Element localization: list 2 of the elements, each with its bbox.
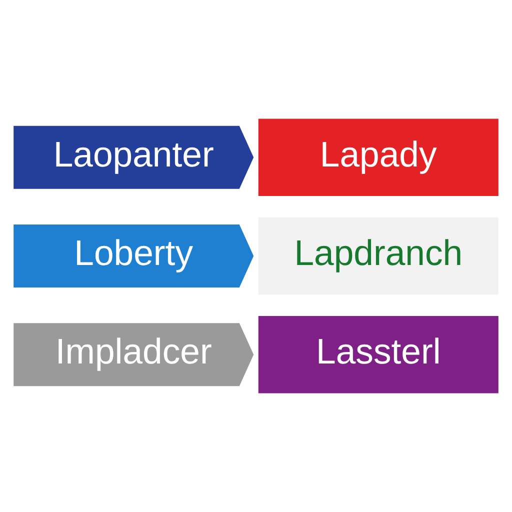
node-box: Lassterl: [258, 316, 498, 394]
node-box: Lapady: [258, 118, 498, 196]
